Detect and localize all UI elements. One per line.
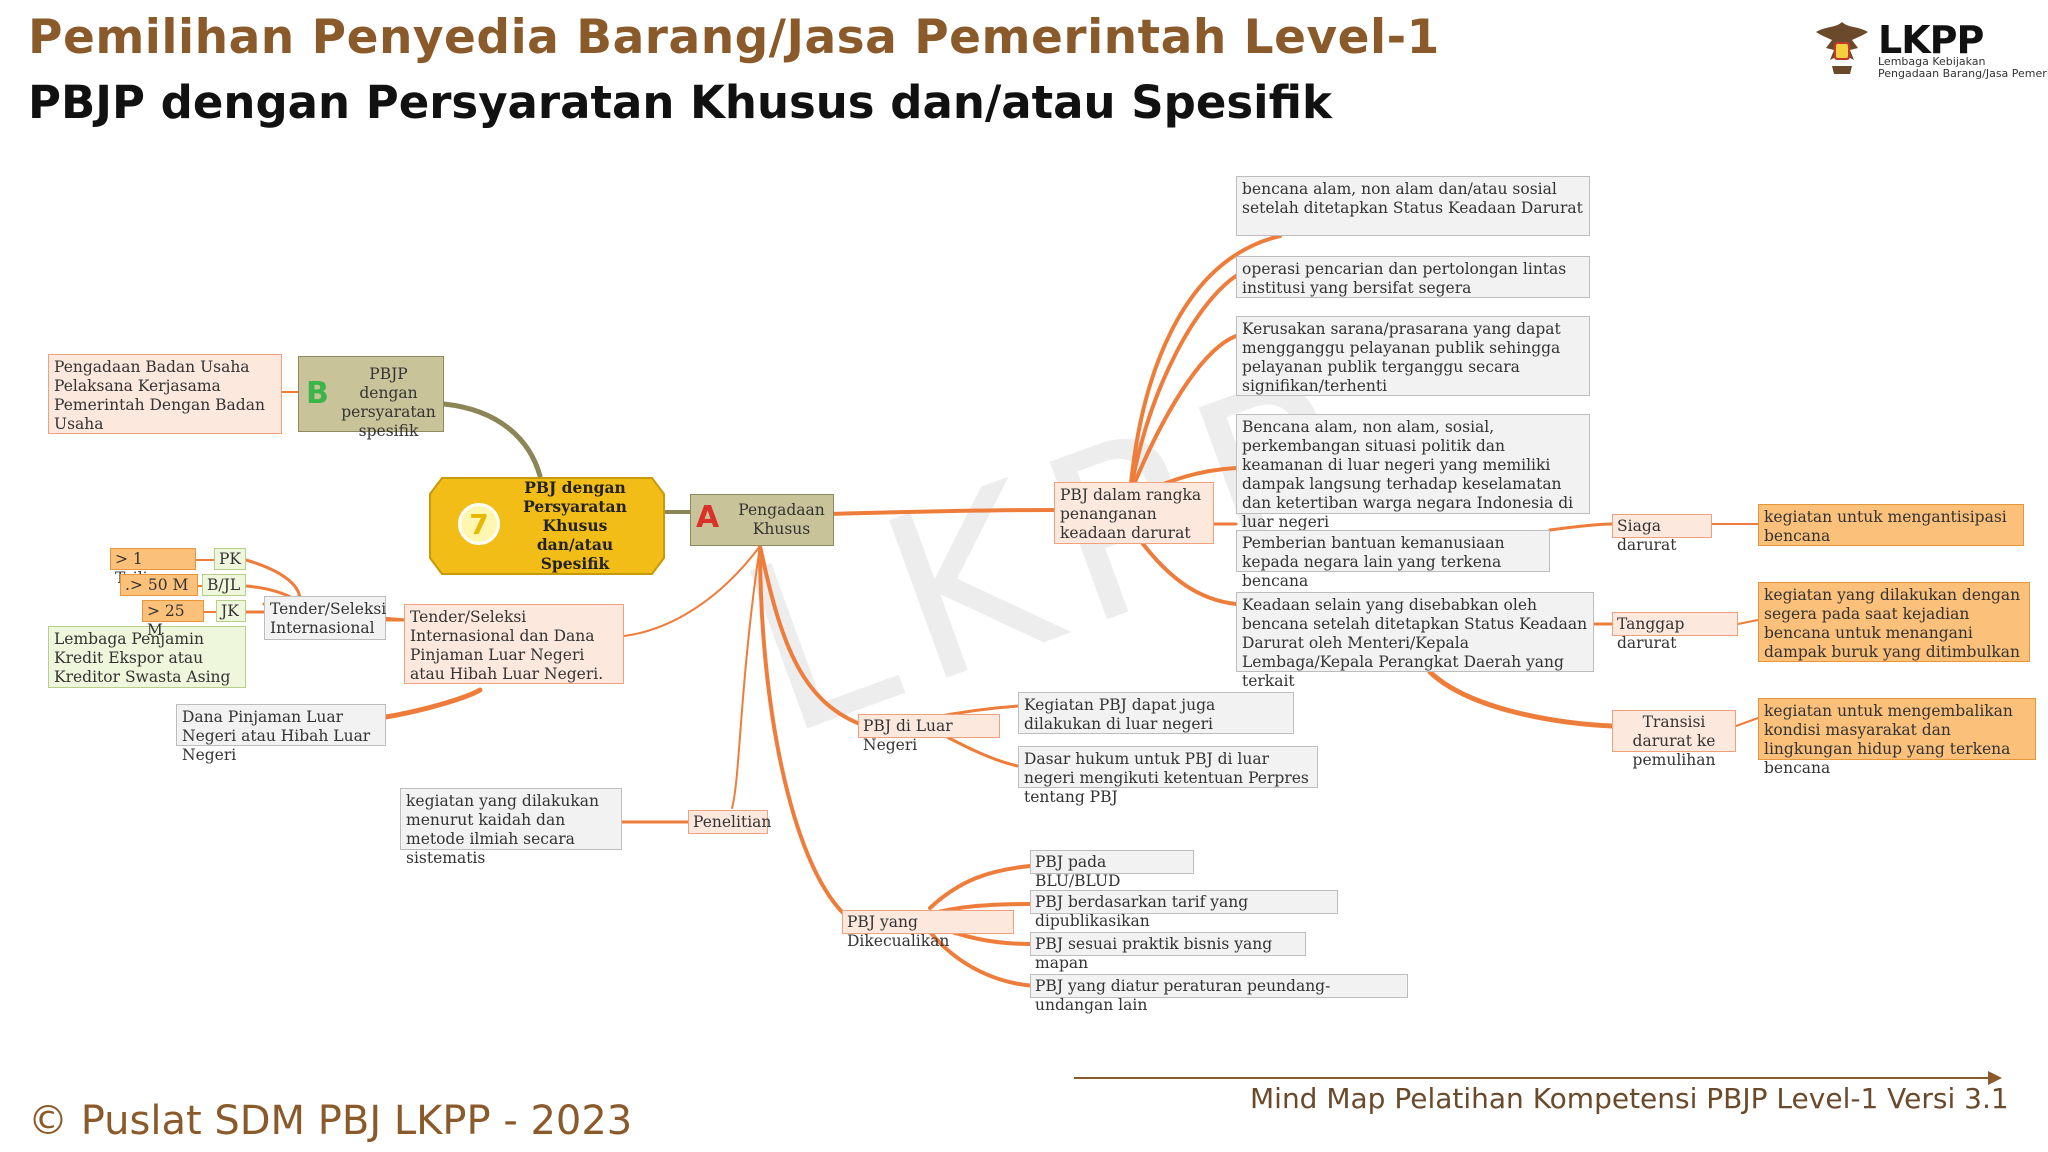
node-pengadaan-khusus[interactable]: Pengadaan Khusus bbox=[690, 494, 834, 546]
footer-copyright: © Puslat SDM PBJ LKPP - 2023 bbox=[28, 1098, 633, 1144]
center-label: PBJ dengan Persyaratan Khusus dan/atau S… bbox=[523, 478, 627, 573]
footer-arrow-line bbox=[1074, 1077, 1994, 1079]
darurat-item-4[interactable]: Bencana alam, non alam, sosial, perkemba… bbox=[1236, 414, 1590, 531]
node-penelitian[interactable]: Penelitian bbox=[688, 810, 771, 834]
letter-a-icon: A bbox=[696, 500, 720, 535]
threshold-pk-type[interactable]: PK bbox=[214, 548, 246, 570]
threshold-bjl-type[interactable]: B/JL bbox=[202, 574, 246, 596]
footer-version: Mind Map Pelatihan Kompetensi PBJP Level… bbox=[1250, 1082, 2009, 1115]
dikecualikan-item-4[interactable]: PBJ yang diatur peraturan peundang-undan… bbox=[1030, 974, 1408, 1014]
page-title: Pemilihan Penyedia Barang/Jasa Pemerinta… bbox=[28, 10, 1440, 65]
number-badge: 7 bbox=[458, 503, 500, 545]
dikecualikan-item-1[interactable]: PBJ pada BLU/BLUD bbox=[1030, 850, 1194, 890]
threshold-jk-value[interactable]: > 25 M bbox=[142, 600, 204, 639]
dikecualikan-item-3[interactable]: PBJ sesuai praktik bisnis yang mapan bbox=[1030, 932, 1306, 972]
stage-tanggap-desc[interactable]: kegiatan yang dilakukan dengan segera pa… bbox=[1758, 582, 2030, 662]
logo-sub-line-1: Lembaga Kebijakan bbox=[1878, 55, 1986, 68]
node-tender-internasional[interactable]: Tender/Seleksi Internasional dan Dana Pi… bbox=[404, 604, 624, 684]
logo-wordmark: LKPP bbox=[1878, 18, 1984, 62]
node-pbjp-spesifik[interactable]: PBJP dengan persyaratan spesifik bbox=[298, 356, 444, 440]
stage-siaga[interactable]: Siaga darurat bbox=[1612, 514, 1712, 554]
darurat-item-2[interactable]: operasi pencarian dan pertolongan lintas… bbox=[1236, 256, 1590, 298]
garuda-emblem-icon bbox=[1816, 22, 1868, 74]
node-tender-seleksi[interactable]: Tender/Seleksi Internasional bbox=[264, 596, 386, 640]
luar-negeri-item-2[interactable]: Dasar hukum untuk PBJ di luar negeri men… bbox=[1018, 746, 1318, 806]
node-badan-usaha[interactable]: Pengadaan Badan Usaha Pelaksana Kerjasam… bbox=[48, 354, 282, 434]
threshold-jk-type[interactable]: JK bbox=[216, 600, 246, 622]
center-node[interactable] bbox=[428, 474, 666, 578]
page-subtitle: PBJP dengan Persyaratan Khusus dan/atau … bbox=[28, 76, 1332, 129]
threshold-pk-value[interactable]: > 1 Triliun bbox=[110, 548, 196, 587]
node-dikecualikan[interactable]: PBJ yang Dikecualikan bbox=[842, 910, 1014, 950]
stage-tanggap[interactable]: Tanggap darurat bbox=[1612, 612, 1738, 652]
threshold-bjl-value[interactable]: .> 50 M bbox=[120, 574, 198, 596]
darurat-item-5[interactable]: Pemberian bantuan kemanusiaan kepada neg… bbox=[1236, 530, 1550, 590]
darurat-item-6[interactable]: Keadaan selain yang disebabkan oleh benc… bbox=[1236, 592, 1594, 690]
penelitian-desc[interactable]: kegiatan yang dilakukan menurut kaidah d… bbox=[400, 788, 622, 867]
stage-siaga-desc[interactable]: kegiatan untuk mengantisipasi bencana bbox=[1758, 504, 2024, 546]
node-darurat[interactable]: PBJ dalam rangka penanganan keadaan daru… bbox=[1054, 482, 1214, 544]
node-lembaga-penjamin[interactable]: Lembaga Penjamin Kredit Ekspor atau Kred… bbox=[48, 626, 246, 688]
logo-subtitle: Lembaga Kebijakan Pengadaan Barang/Jasa … bbox=[1878, 56, 2048, 80]
node-pengadaan-khusus-label: Pengadaan Khusus bbox=[738, 501, 825, 538]
letter-b-icon: B bbox=[306, 376, 329, 411]
node-dana-pinjaman[interactable]: Dana Pinjaman Luar Negeri atau Hibah Lua… bbox=[176, 704, 386, 764]
logo-sub-line-2: Pengadaan Barang/Jasa Pemerintah bbox=[1878, 67, 2048, 80]
dikecualikan-item-2[interactable]: PBJ berdasarkan tarif yang dipublikasika… bbox=[1030, 890, 1338, 930]
footer-arrow-icon bbox=[1988, 1071, 2002, 1085]
lkpp-logo: LKPP Lembaga Kebijakan Pengadaan Barang/… bbox=[1812, 18, 2048, 84]
node-luar-negeri[interactable]: PBJ di Luar Negeri bbox=[858, 714, 1000, 754]
node-pbjp-spesifik-label: PBJP dengan persyaratan spesifik bbox=[341, 365, 436, 440]
darurat-item-3[interactable]: Kerusakan sarana/prasarana yang dapat me… bbox=[1236, 316, 1590, 396]
stage-transisi-desc[interactable]: kegiatan untuk mengembalikan kondisi mas… bbox=[1758, 698, 2036, 777]
luar-negeri-item-1[interactable]: Kegiatan PBJ dapat juga dilakukan di lua… bbox=[1018, 692, 1294, 734]
darurat-item-1[interactable]: bencana alam, non alam dan/atau sosial s… bbox=[1236, 176, 1590, 236]
stage-transisi[interactable]: Transisi darurat ke pemulihan bbox=[1612, 710, 1736, 769]
